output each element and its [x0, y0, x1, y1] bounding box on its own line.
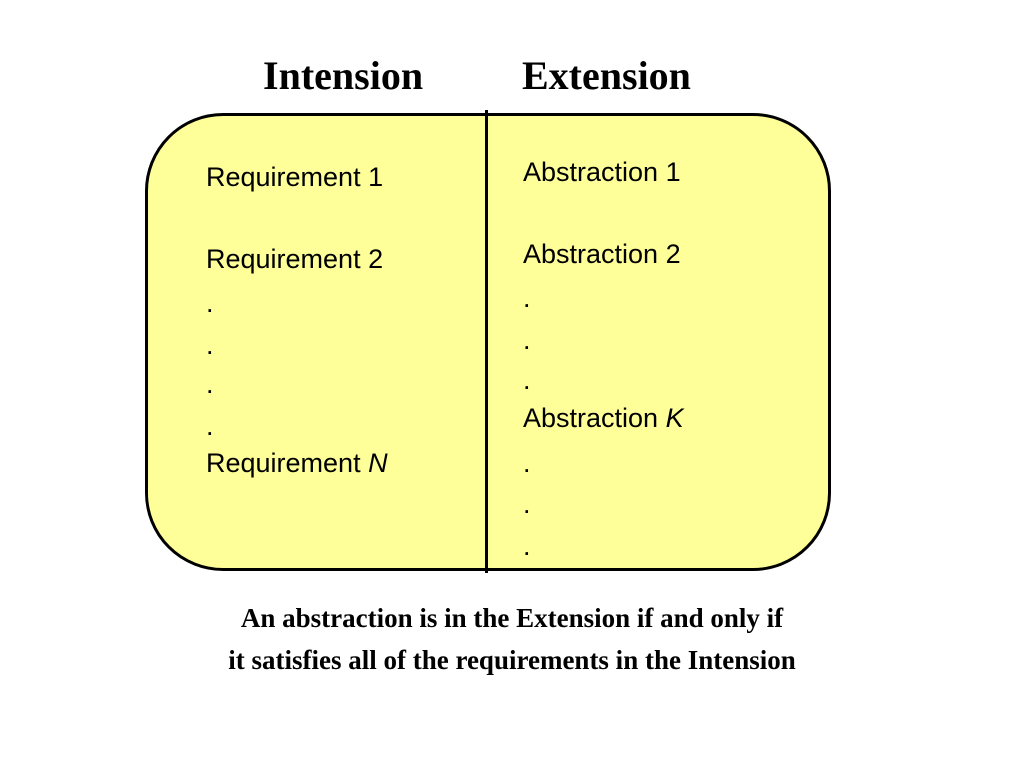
ellipsis-dot: .: [523, 531, 531, 561]
rounded-box: [145, 113, 831, 571]
requirement-1: Requirement 1: [206, 162, 384, 192]
abstraction-2: Abstraction 2: [523, 239, 681, 269]
heading-intension: Intension: [263, 53, 424, 98]
ellipsis-dot: .: [206, 411, 214, 441]
ellipsis-dot: .: [523, 365, 531, 395]
ellipsis-dot: .: [523, 448, 531, 478]
caption-line-1: An abstraction is in the Extension if an…: [240, 603, 784, 633]
requirement-2: Requirement 2: [206, 244, 384, 274]
requirement-n: Requirement N: [206, 447, 388, 479]
caption-line-2: it satisfies all of the requirements in …: [228, 645, 796, 675]
abstraction-k-variable: K: [665, 403, 684, 433]
ellipsis-dot: .: [206, 330, 214, 360]
abstraction-1: Abstraction 1: [523, 157, 681, 187]
abstraction-k-prefix: Abstraction: [523, 403, 666, 433]
requirement-n-variable: N: [368, 448, 388, 478]
ellipsis-dot: .: [523, 489, 531, 519]
requirement-n-prefix: Requirement: [206, 448, 369, 478]
ellipsis-dot: .: [523, 283, 531, 313]
abstraction-k: Abstraction K: [523, 402, 684, 434]
heading-extension: Extension: [522, 53, 691, 98]
ellipsis-dot: .: [206, 288, 214, 318]
divider-line: [485, 110, 488, 573]
ellipsis-dot: .: [206, 369, 214, 399]
ellipsis-dot: .: [523, 325, 531, 355]
